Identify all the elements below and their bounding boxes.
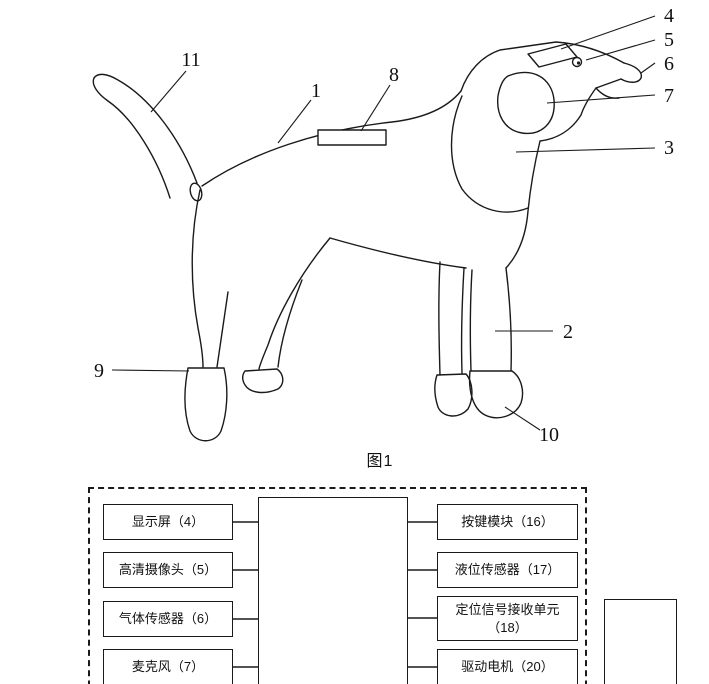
dog-mouth	[595, 78, 622, 99]
block-hd-camera: 高清摄像头（5）	[103, 552, 233, 588]
hind-far-rear-edge	[277, 279, 303, 368]
leader-line-10	[504, 406, 541, 431]
leader-line-11	[150, 70, 187, 113]
callout-7: 7	[664, 85, 674, 107]
leader-line-3	[515, 147, 656, 153]
leader-line-4	[560, 15, 656, 50]
block-display-screen: 显示屏（4）	[103, 504, 233, 540]
dog-ear	[497, 71, 555, 135]
boot-front-near	[468, 370, 524, 419]
leader-line-1	[277, 99, 312, 144]
front-near-leg-outer	[505, 267, 512, 372]
block-liquid-level-sensor: 液位传感器（17）	[437, 552, 578, 588]
dog-head-top	[460, 41, 625, 92]
dog-tail-base	[189, 182, 203, 202]
leader-line-6	[640, 62, 656, 74]
dog-tail-inner	[92, 77, 171, 199]
paw-hind-far	[242, 368, 284, 394]
boot-hind-near	[184, 367, 228, 442]
leader-line-7	[546, 94, 656, 104]
dog-neck-harness	[450, 95, 529, 213]
front-far-leg-inner	[460, 267, 465, 374]
figure1-caption: 图1	[366, 453, 394, 470]
dog-tail-outer	[93, 73, 198, 184]
hind-near-rear-edge	[191, 189, 204, 368]
callout-6: 6	[664, 53, 674, 75]
dog-nose	[620, 62, 643, 83]
boot-front-far	[434, 373, 473, 417]
front-near-leg-inner	[469, 269, 473, 372]
hind-near-front-edge	[216, 291, 229, 368]
dog-jaw-neck	[505, 87, 597, 269]
leader-line-5	[585, 39, 656, 61]
block-microphone: 麦克风（7）	[103, 649, 233, 684]
block-diagram-boundary	[88, 487, 587, 684]
dog-belly	[329, 237, 467, 269]
callout-9: 9	[94, 360, 104, 382]
block-drive-motor: 驱动电机（20）	[437, 649, 578, 684]
dog-back-line	[201, 90, 462, 187]
outer-right-block	[604, 599, 677, 684]
callout-1: 1	[311, 80, 321, 102]
block-positioning-signal-receiver: 定位信号接收单元（18）	[437, 596, 578, 641]
head-device	[527, 43, 578, 68]
block-key-module: 按键模块（16）	[437, 504, 578, 540]
dog-eye-pupil	[576, 61, 581, 65]
block-gas-sensor: 气体传感器（6）	[103, 601, 233, 637]
leader-line-8	[360, 84, 391, 132]
callout-8: 8	[389, 64, 399, 86]
dog-eye	[571, 56, 583, 68]
block-central-unit	[258, 497, 408, 684]
callout-3: 3	[664, 137, 674, 159]
leader-line-9	[111, 369, 190, 372]
callout-2: 2	[563, 321, 573, 343]
callout-11: 11	[181, 49, 200, 71]
callout-10: 10	[539, 424, 559, 446]
hind-far-thigh	[258, 237, 331, 370]
front-far-leg-outer	[438, 261, 441, 376]
callout-4: 4	[664, 5, 674, 27]
back-device	[317, 129, 387, 146]
callout-5: 5	[664, 29, 674, 51]
